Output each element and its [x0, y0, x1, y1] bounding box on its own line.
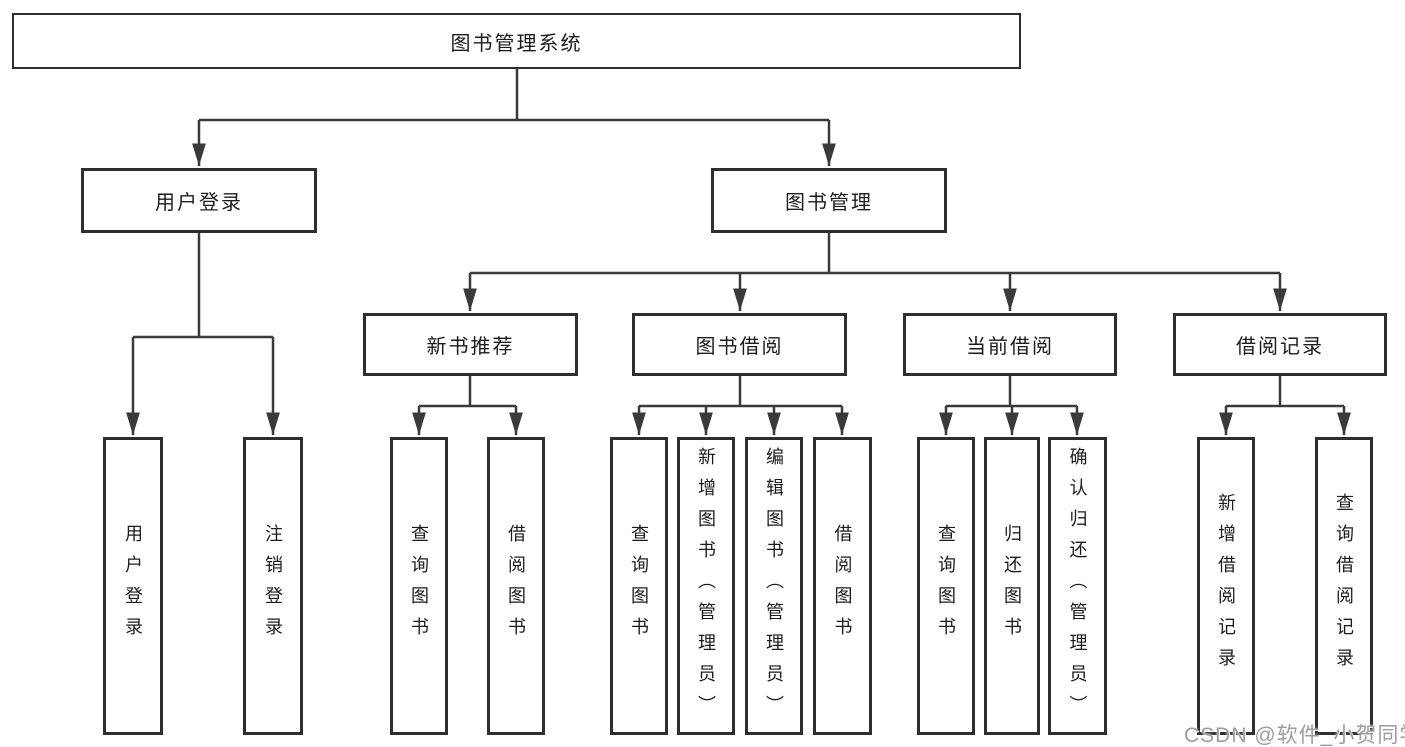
node-book-borrowing: 图书借阅 [632, 313, 847, 376]
node-label: 编辑图书（管理员） [764, 446, 784, 726]
node-label: 归还图书 [1002, 524, 1022, 648]
node-library-management-system: 图书管理系统 [12, 13, 1021, 69]
node-label: 用户登录 [123, 524, 143, 648]
leaf-edit-books-admin: 编辑图书（管理员） [745, 437, 803, 735]
leaf-query-books: 查询图书 [390, 437, 448, 735]
leaf-confirm-return-admin: 确认归还（管理员） [1048, 437, 1107, 735]
node-label: 当前借阅 [966, 336, 1054, 358]
node-label: 新增借阅记录 [1216, 493, 1236, 679]
node-current-borrowing: 当前借阅 [903, 313, 1117, 376]
leaf-add-books-admin: 新增图书（管理员） [677, 437, 735, 735]
node-label: 查询借阅记录 [1334, 493, 1354, 679]
leaf-return-books: 归还图书 [984, 437, 1040, 735]
node-book-management: 图书管理 [711, 168, 947, 233]
node-label: 新书推荐 [426, 336, 515, 358]
node-label: 新增图书（管理员） [696, 446, 716, 726]
node-label: 借阅图书 [832, 524, 853, 648]
leaf-borrow-books: 借阅图书 [487, 437, 545, 735]
node-user-login: 用户登录 [81, 168, 317, 233]
leaf-query-borrow-record: 查询借阅记录 [1315, 437, 1373, 735]
leaf-logout: 注销登录 [243, 437, 303, 735]
node-label: 图书借阅 [695, 336, 784, 358]
node-borrowing-records: 借阅记录 [1173, 313, 1387, 376]
node-label: 注销登录 [263, 524, 283, 648]
node-label: 图书管理系统 [450, 32, 583, 55]
node-new-book-recommendation: 新书推荐 [363, 313, 578, 376]
node-label: 借阅记录 [1236, 336, 1324, 358]
node-label: 确认归还（管理员） [1067, 446, 1088, 726]
node-label: 查询图书 [629, 524, 649, 648]
node-label: 查询图书 [409, 524, 429, 648]
leaf-query-books: 查询图书 [610, 437, 668, 735]
csdn-watermark: CSDN @软件_小贺同学 [1184, 724, 1405, 747]
node-label: 用户登录 [155, 192, 243, 214]
leaf-query-books: 查询图书 [917, 437, 975, 735]
leaf-borrow-books: 借阅图书 [813, 437, 872, 735]
leaf-add-borrow-record: 新增借阅记录 [1197, 437, 1255, 735]
node-label: 查询图书 [936, 524, 956, 648]
node-label: 借阅图书 [506, 524, 526, 648]
node-label: 图书管理 [785, 192, 873, 214]
leaf-user-login: 用户登录 [103, 437, 163, 735]
